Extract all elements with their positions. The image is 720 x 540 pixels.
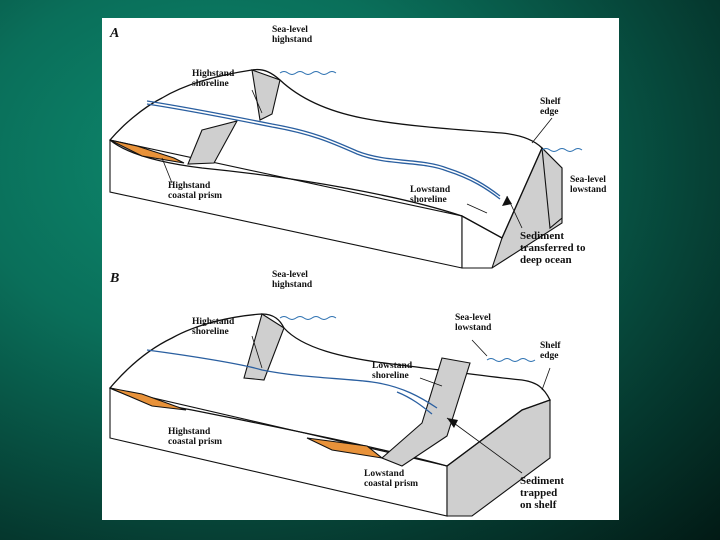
- panel-b-sediment-arrow: [446, 417, 523, 474]
- panel-b-highstand-coastal-prism: [109, 387, 187, 411]
- panel-b-shelf-edge-label: Shelf edge: [540, 341, 563, 361]
- panel-b-river-main: [146, 349, 438, 409]
- panel-a: A: [109, 25, 608, 269]
- panel-b-lowstand-wall: [380, 357, 471, 467]
- panel-a-sediment-arrowhead: [502, 196, 512, 206]
- panel-a-lowstand-sea-level-wave: [541, 148, 583, 152]
- panel-b-sea-level-lowstand-label: Sea-level lowstand: [455, 313, 493, 333]
- panel-a-lowstand-shoreline-label: Lowstand shoreline: [410, 185, 453, 205]
- panel-a-river-main: [146, 100, 501, 197]
- panel-b-lowstand-sea-level-wave: [486, 358, 536, 362]
- panel-b-highstand-shoreline-leader: [251, 335, 263, 369]
- panel-b-letter: B: [109, 271, 119, 286]
- panel-a-sea-level-highstand-label: Sea-level highstand: [272, 25, 313, 45]
- panel-a-river-bank: [146, 103, 501, 200]
- panel-b-lowstand-coastal-prism: [306, 437, 384, 459]
- panel-a-shelf-edge-leader: [531, 117, 553, 144]
- panel-b-lowstand-shoreline-leader: [419, 377, 443, 387]
- panel-a-highstand-coastal-prism-label: Highstand coastal prism: [168, 181, 222, 201]
- panel-a-sediment-label: Sediment transferred to deep ocean: [520, 230, 588, 266]
- panel-a-lowstand-shoreline-leader: [466, 203, 488, 214]
- panel-a-letter: A: [109, 26, 119, 41]
- panel-a-highstand-shoreline-label: Highstand shoreline: [192, 69, 237, 89]
- panel-b-lowstand-shoreline-label: Lowstand shoreline: [372, 361, 415, 381]
- panel-a-sea-level-lowstand-label: Sea-level lowstand: [570, 175, 608, 195]
- panel-b-sediment-arrowhead: [447, 418, 458, 428]
- panel-b-shelf-edge-leader: [541, 367, 551, 391]
- panel-a-highstand-sea-level-wave: [279, 71, 337, 75]
- panel-a-shelf-edge-face: [541, 146, 563, 230]
- panel-a-highstand-cliff: [251, 69, 281, 121]
- panel-a-highstand-shoreline-leader: [251, 89, 263, 114]
- panel-b-highstand-coastal-prism-label: Highstand coastal prism: [168, 427, 222, 447]
- panel-a-top-surface: [109, 68, 543, 239]
- panel-a-shelf-edge-label: Shelf edge: [540, 97, 563, 117]
- panel-b-highstand-cliff: [243, 313, 285, 381]
- panel-b-sea-level-highstand-label: Sea-level highstand: [272, 270, 313, 290]
- figure-panel: A: [102, 18, 619, 520]
- panel-b-river-branch: [396, 391, 433, 415]
- sea-level-diagram: A: [108, 25, 608, 517]
- panel-a-valley-wall: [187, 120, 239, 165]
- panel-b-highstand-sea-level-wave: [279, 316, 337, 320]
- panel-b: B: [108, 270, 567, 517]
- panel-b-sea-level-lowstand-leader: [471, 339, 488, 357]
- panel-a-coastal-prism-leader: [161, 157, 173, 184]
- panel-a-highstand-coastal-prism: [109, 139, 185, 164]
- panel-b-lowstand-coastal-prism-label: Lowstand coastal prism: [364, 469, 418, 489]
- panel-b-highstand-shoreline-label: Highstand shoreline: [192, 317, 237, 337]
- panel-b-sediment-label: Sediment trapped on shelf: [520, 475, 567, 511]
